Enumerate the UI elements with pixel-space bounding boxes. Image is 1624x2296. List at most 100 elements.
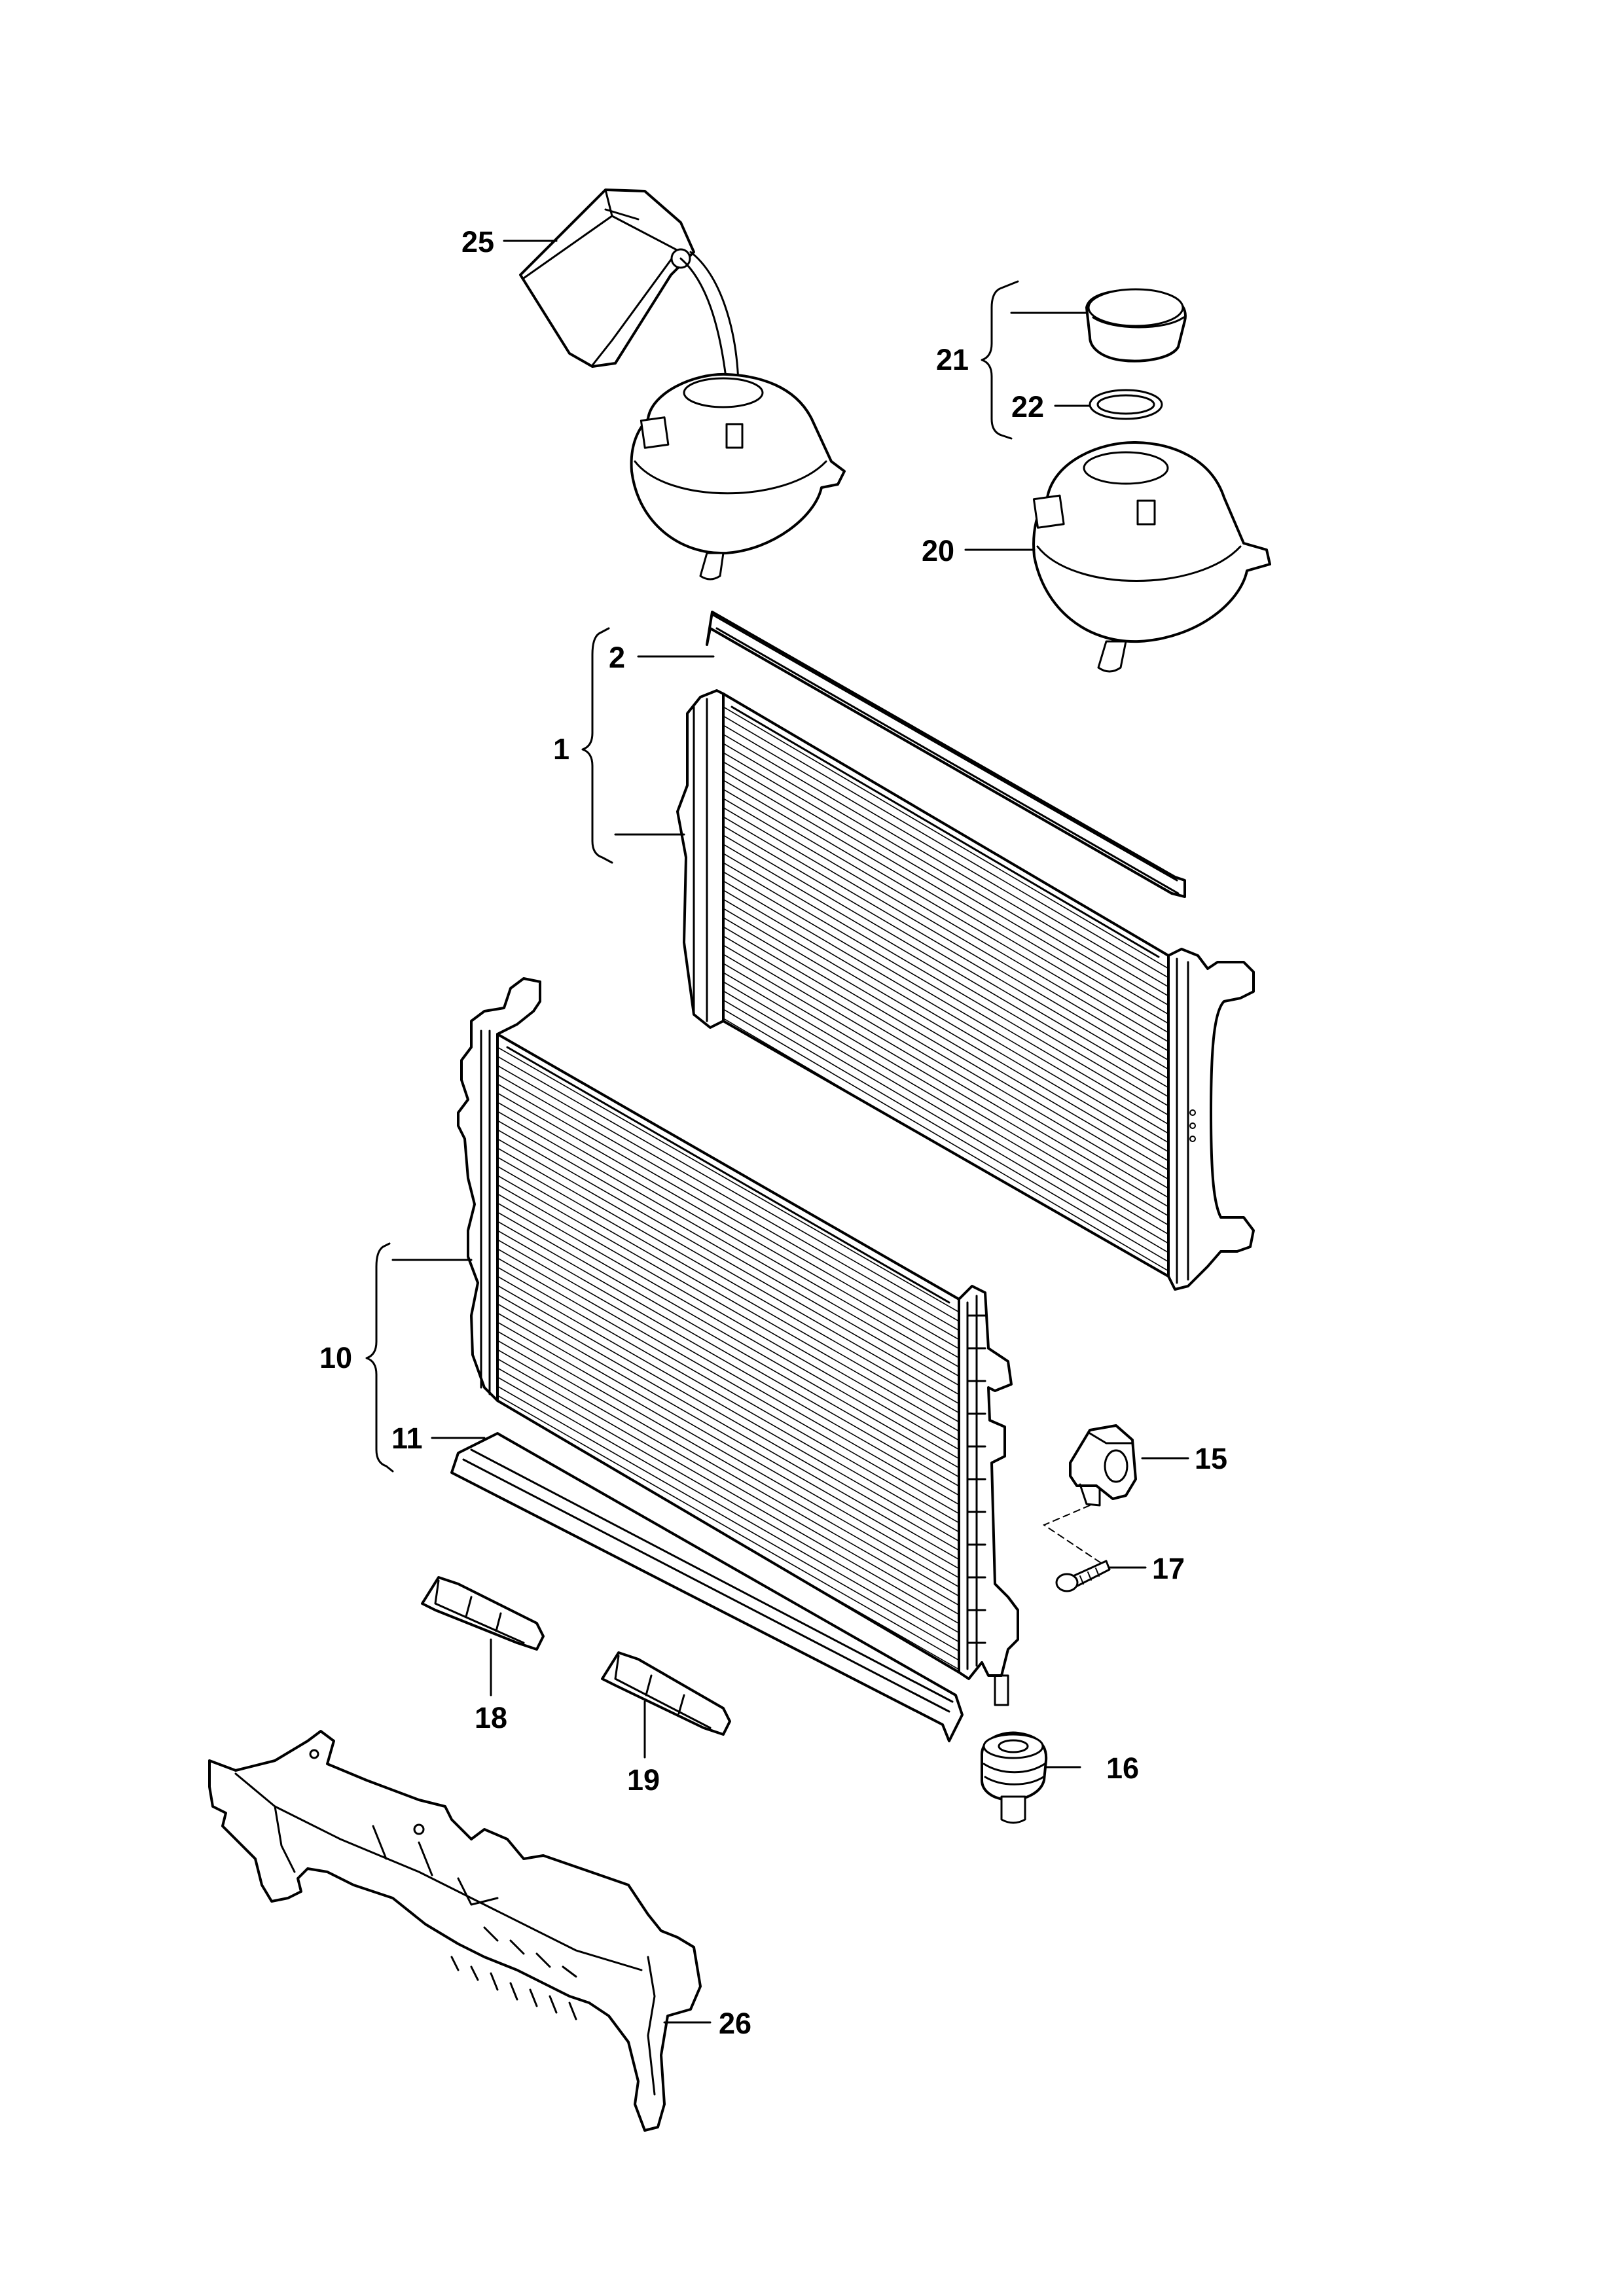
radiator-fin-line xyxy=(497,1395,959,1661)
radiator-fin-line xyxy=(723,816,1168,1079)
label-18: 18 xyxy=(475,1701,507,1734)
label-25: 25 xyxy=(461,225,494,259)
radiator-fin-line xyxy=(497,1129,959,1395)
radiator-fin-line xyxy=(497,1367,959,1634)
radiator-fin-line xyxy=(497,1321,959,1588)
radiator-fin-line xyxy=(497,1111,959,1377)
radiator-fin-line xyxy=(497,1248,959,1515)
label-20: 20 xyxy=(922,534,954,567)
carrier-icon xyxy=(208,1730,702,2132)
label-1: 1 xyxy=(553,732,569,766)
radiator-fin-line xyxy=(497,1102,959,1368)
radiator-fin-line xyxy=(497,1358,959,1624)
radiator-fin-line xyxy=(723,853,1168,1116)
radiator-fin-line xyxy=(497,1386,959,1652)
radiator-fin-line xyxy=(723,844,1168,1107)
radiator-fin-line xyxy=(497,1312,959,1579)
radiator-fin-line xyxy=(723,981,1168,1244)
radiator-fin-line xyxy=(497,1184,959,1450)
coolant-tank-icon xyxy=(1032,440,1271,673)
screw xyxy=(1042,1505,1111,1592)
radiator-fin-line xyxy=(723,889,1168,1153)
radiator-fin-line xyxy=(723,807,1168,1070)
bracket xyxy=(1069,1424,1137,1507)
radiator-fin-line xyxy=(723,825,1168,1088)
cap-icon xyxy=(1085,288,1187,363)
radiator-icon xyxy=(676,689,1255,1291)
radiator-fin-line xyxy=(497,1065,959,1331)
radiator-fin-line xyxy=(723,871,1168,1134)
air-guide-icon xyxy=(601,1651,731,1736)
coolant-tank-icon xyxy=(630,372,846,581)
radiator-fin-line xyxy=(497,1266,959,1533)
reservoir-cap xyxy=(1085,288,1187,363)
radiator-fin-line xyxy=(497,1331,959,1597)
leader-lines xyxy=(365,240,1189,2024)
radiator-fin-line xyxy=(497,1047,959,1313)
air-guide-right xyxy=(601,1651,731,1736)
radiator-fin-line xyxy=(723,917,1168,1180)
label-19: 19 xyxy=(627,1763,660,1797)
radiator-fin-line xyxy=(723,780,1168,1043)
radiator-fin-line xyxy=(723,926,1168,1189)
label-21: 21 xyxy=(936,343,969,376)
radiator-fin-line xyxy=(497,1294,959,1560)
label-26: 26 xyxy=(719,2007,751,2040)
radiator-fin-line xyxy=(723,954,1168,1217)
radiator-fin-line xyxy=(723,880,1168,1143)
radiator-fin-line xyxy=(497,1157,959,1423)
radiator-fin-line xyxy=(723,899,1168,1162)
label-10: 10 xyxy=(319,1341,352,1374)
radiator-fin-line xyxy=(723,798,1168,1061)
radiator-fin-line xyxy=(723,963,1168,1226)
radiator-fin-line xyxy=(723,999,1168,1263)
radiator-fin-line xyxy=(497,1074,959,1340)
radiator-fin-line xyxy=(497,1092,959,1359)
radiator-fin-line xyxy=(497,1285,959,1551)
radiator-fin-line xyxy=(723,1009,1168,1272)
radiator-fin-line xyxy=(497,1221,959,1487)
radiator-fin-line xyxy=(497,1175,959,1441)
coolant-tank-upper xyxy=(630,372,846,581)
radiator-fin-line xyxy=(497,1083,959,1350)
coolant-bottle xyxy=(519,188,740,384)
radiator-fin-line xyxy=(723,725,1168,988)
upper-radiator xyxy=(676,689,1255,1291)
lower-radiator xyxy=(457,977,1019,1706)
radiator-fin-line xyxy=(723,862,1168,1125)
label-17: 17 xyxy=(1152,1552,1185,1585)
o-ring-icon xyxy=(1089,389,1163,420)
seal-ring xyxy=(1089,389,1163,420)
radiator-fin-line xyxy=(497,1276,959,1542)
radiator-fin-line xyxy=(497,1193,959,1460)
label-22: 22 xyxy=(1011,390,1044,423)
label-2: 2 xyxy=(609,641,625,674)
radiator-fin-line xyxy=(723,770,1168,1033)
radiator-fin-line xyxy=(497,1239,959,1505)
mount-icon xyxy=(981,1731,1048,1824)
radiator-fin-line xyxy=(723,908,1168,1171)
radiator-fin-line xyxy=(497,1303,959,1570)
radiator-fin-line xyxy=(497,1138,959,1405)
radiator-fin-line xyxy=(723,834,1168,1098)
radiator-fin-line xyxy=(497,1166,959,1432)
radiator-fin-line xyxy=(723,743,1168,1006)
upper-seal-strip xyxy=(706,611,1186,898)
radiator-fin-line xyxy=(723,706,1168,969)
radiator-fin-line xyxy=(723,944,1168,1208)
radiator-fin-line xyxy=(497,1202,959,1469)
radiator-fin-line xyxy=(497,1056,959,1322)
radiator-fin-line xyxy=(497,1376,959,1643)
radiator-fin-line xyxy=(723,734,1168,997)
bottle-icon xyxy=(519,188,695,368)
radiator-fin-line xyxy=(497,1340,959,1606)
radiator-fin-line xyxy=(497,1257,959,1524)
label-11: 11 xyxy=(391,1422,423,1455)
radiator-fin-line xyxy=(723,752,1168,1015)
air-guide-left xyxy=(421,1576,545,1651)
radiator-fin-line xyxy=(723,789,1168,1052)
radiator-fin-line xyxy=(497,1211,959,1478)
radiator-fin-line xyxy=(497,1230,959,1496)
bracket-icon xyxy=(1069,1424,1137,1507)
